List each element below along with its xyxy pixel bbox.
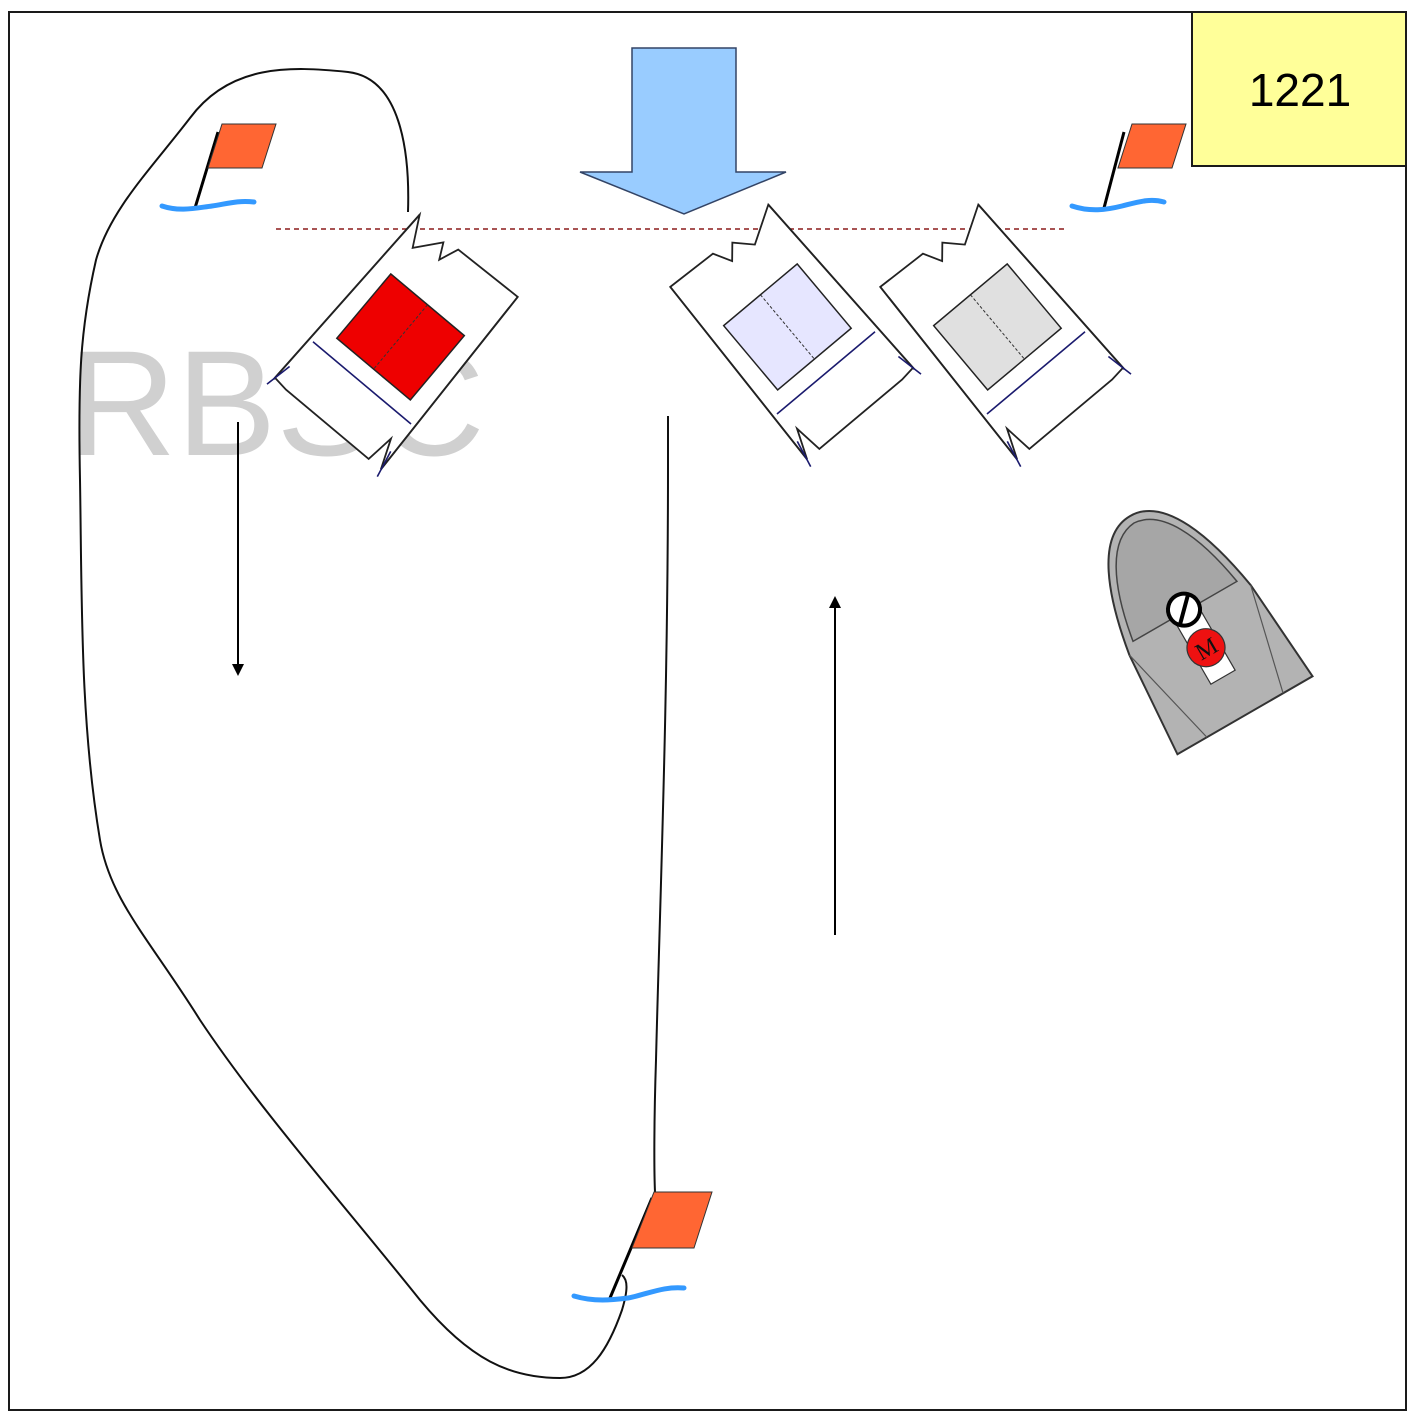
mark-flag-bottom-icon (571, 1191, 713, 1303)
situation-label-box (1191, 11, 1407, 167)
lay-line (653, 416, 669, 1193)
situation-label: 1221 (1191, 11, 1407, 167)
situation-number: 1221 (1249, 64, 1351, 116)
m-flag-icon: M (1186, 628, 1226, 668)
mark-flag-right-icon (1069, 123, 1187, 213)
catamaran-lavender-icon (668, 202, 922, 468)
no-entry-icon (1166, 591, 1202, 628)
mark-flag-left-icon (159, 123, 277, 212)
course-track (78, 68, 628, 1380)
catamaran-red-icon (266, 211, 519, 478)
committee-boat-icon: M (1107, 510, 1314, 756)
wind-arrow-icon (579, 47, 787, 215)
catamaran-grey-icon (878, 202, 1132, 468)
